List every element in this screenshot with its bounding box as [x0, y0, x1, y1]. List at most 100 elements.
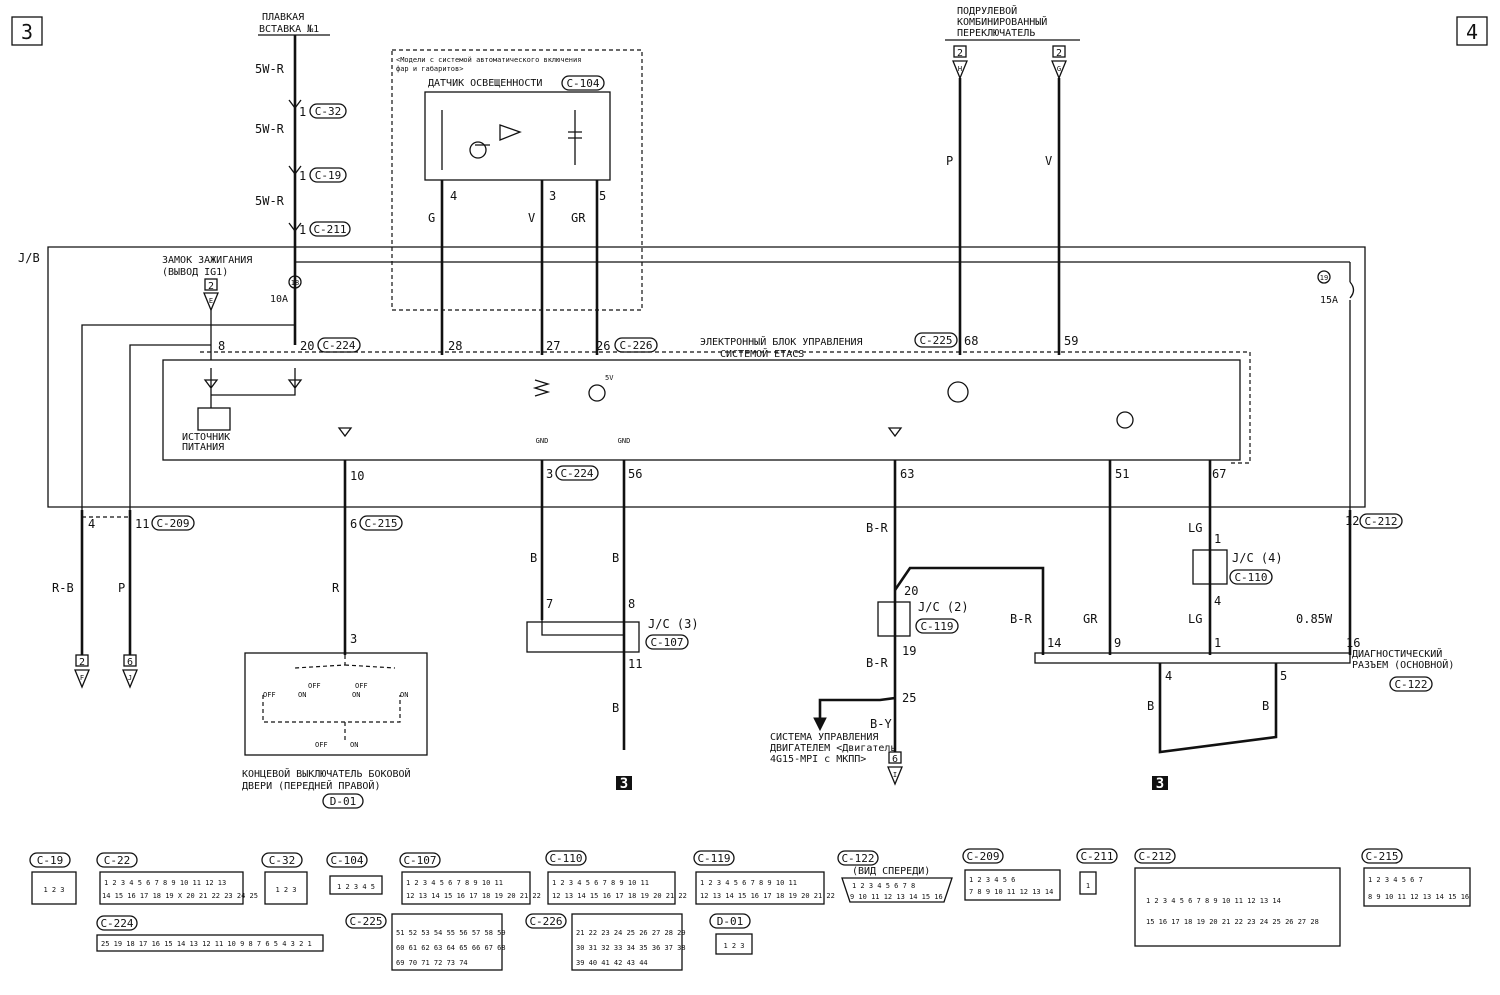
- gnd-1: GND: [536, 437, 549, 445]
- wire-b-r-label-1: B-R: [866, 521, 888, 535]
- pin-56: 56: [628, 467, 642, 481]
- pin-s3: 3: [549, 189, 556, 203]
- diag-ground-wires: [1158, 663, 1278, 754]
- wire-b-r-label-3: B-R: [1010, 612, 1032, 626]
- pin-19: 19: [902, 644, 916, 658]
- etacs-label-2: СИСТЕМОЙ ETACS: [720, 347, 804, 360]
- jb-label: J/B: [18, 251, 40, 265]
- door-switch-box: [244, 652, 428, 756]
- grid-c22-1: 1 2 3 4 5 6 7 8 9 10 11 12 13: [104, 879, 226, 887]
- grid-c226-3: 39 40 41 42 43 44: [576, 959, 648, 967]
- gnd-2: GND: [618, 437, 631, 445]
- grid-c209-1: 1 2 3 4 5 6: [969, 876, 1015, 884]
- connector-c215-badge: [359, 515, 403, 531]
- fuse-link-label-1: ПЛАВКАЯ: [262, 12, 304, 23]
- connector-c104: C-104: [566, 77, 599, 90]
- grid-c211: 1: [1086, 882, 1090, 890]
- pin-28: 28: [448, 339, 462, 353]
- jb-line-r-b: [81, 324, 295, 510]
- power-source-block: [197, 407, 231, 431]
- connector-c110: C-110: [1234, 571, 1267, 584]
- grid-c215-2: 8 9 10 11 12 13 14 15 16: [1368, 893, 1469, 901]
- legend-c19: C-19: [37, 854, 64, 867]
- wire-5w-r-label-1: 5W-R: [255, 62, 285, 76]
- ref-num-i: 6: [892, 754, 898, 765]
- grid-c122-2: 9 10 11 12 13 14 15 16: [850, 893, 943, 901]
- door-off-4: OFF: [315, 741, 328, 749]
- auto-light-dashed-box: [391, 49, 643, 311]
- sw-ref-triangle-2: [1051, 60, 1067, 80]
- door-on-4: ON: [350, 741, 358, 749]
- pin-c32: 1: [299, 105, 306, 119]
- connector-c107: C-107: [650, 636, 683, 649]
- wire-engine-branch: [818, 696, 896, 720]
- pin-14: 14: [1047, 636, 1061, 650]
- wire-sw-p-label: P: [946, 154, 953, 168]
- grid-c19: 1 2 3: [43, 886, 64, 894]
- pin-6: 6: [350, 517, 357, 531]
- connector-c212-badge: [1359, 513, 1403, 529]
- auto-light-note-2: фар и габаритов>: [396, 65, 463, 73]
- ground-badge-2: [1152, 776, 1168, 790]
- pin-8b: 8: [628, 597, 635, 611]
- grid-c107-2: 12 13 14 15 16 17 18 19 20 21 22: [406, 892, 541, 900]
- ignition-ref-box: [204, 278, 218, 291]
- wire-b-y-label: B-Y: [870, 717, 892, 731]
- wire-085w-label: 0.85W: [1296, 612, 1333, 626]
- ignition-ref-triangle: [203, 292, 219, 312]
- connector-d01-badge: [322, 793, 364, 809]
- pin-11b: 11: [628, 657, 642, 671]
- grid-c119-1: 1 2 3 4 5 6 7 8 9 10 11: [700, 879, 797, 887]
- grid-c226-2: 30 31 32 33 34 35 36 37 38: [576, 944, 686, 952]
- connector-c224-top: C-224: [322, 339, 355, 352]
- connector-c32: C-32: [315, 105, 342, 118]
- jc3-bridge: [541, 620, 624, 636]
- door-switch-label-2: ДВЕРИ (ПЕРЕДНЕЙ ПРАВОЙ): [242, 779, 380, 792]
- ref-letter-j: J: [128, 674, 132, 682]
- grid-c212-2: 15 16 17 18 19 20 21 22 23 24 25 26 27 2…: [1146, 918, 1319, 926]
- pin-s4: 4: [450, 189, 457, 203]
- power-source-label-1: ИСТОЧНИК: [182, 432, 230, 443]
- wire-b-r-label-2: B-R: [866, 656, 888, 670]
- connector-c226: C-226: [619, 339, 652, 352]
- wire-5w-r-label-3: 5W-R: [255, 194, 285, 208]
- light-sensor-label: ДАТЧИК ОСВЕЩЕННОСТИ: [428, 78, 542, 89]
- sw-ref-num-1: 2: [957, 48, 963, 59]
- door-on-1: ON: [298, 691, 306, 699]
- jc2-label: J/C (2): [918, 600, 969, 614]
- grid-d01: 1 2 3: [723, 942, 744, 950]
- wire-gr-label: GR: [571, 211, 586, 225]
- wire-lg-label-2: LG: [1188, 612, 1202, 626]
- sw-ref-letter-1: H: [958, 65, 962, 73]
- ref-box-f: [75, 654, 89, 667]
- sw-ref-box-1: [953, 45, 967, 58]
- legend-c211: C-211: [1080, 850, 1113, 863]
- legend-c122-front: (ВИД СПЕРЕДИ): [852, 866, 930, 877]
- engine-label-1: СИСТЕМА УПРАВЛЕНИЯ: [770, 732, 878, 743]
- pin-5d: 5: [1280, 669, 1287, 683]
- wire-b-2-label: B: [612, 551, 619, 565]
- power-diodes: [203, 368, 303, 408]
- fuse-18-rating: 10A: [270, 294, 288, 305]
- legend-c104: C-104: [330, 854, 363, 867]
- fuse-18-num: 18: [291, 279, 299, 287]
- fuse-19-rating: 15A: [1320, 295, 1338, 306]
- connector-legend: C-19 1 2 3 C-22 1 2 3 4 5 6 7 8 9 10 11 …: [29, 848, 1471, 971]
- ref-letter-i: I: [893, 771, 897, 779]
- fuse-19-symbol: [1349, 281, 1355, 299]
- connector-c209: C-209: [156, 517, 189, 530]
- connector-c226-badge: [614, 337, 658, 353]
- pin-1d: 1: [1214, 636, 1221, 650]
- etacs-transistor-51: [1116, 411, 1134, 429]
- diag-b1-label: B: [1147, 699, 1154, 713]
- legend-c215: C-215: [1365, 850, 1398, 863]
- grid-c104: 1 2 3 4 5: [337, 883, 375, 891]
- wire-b-r-diag: [893, 566, 1045, 655]
- ref-box-i: [888, 751, 902, 764]
- wire-r-label: R: [332, 581, 340, 595]
- sw-ref-triangle-1: [952, 60, 968, 80]
- grid-c122-1: 1 2 3 4 5 6 7 8: [852, 882, 915, 890]
- grid-c212-1: 1 2 3 4 5 6 7 8 9 10 11 12 13 14: [1146, 897, 1281, 905]
- legend-c22: C-22: [104, 854, 131, 867]
- ref-box-j: [123, 654, 137, 667]
